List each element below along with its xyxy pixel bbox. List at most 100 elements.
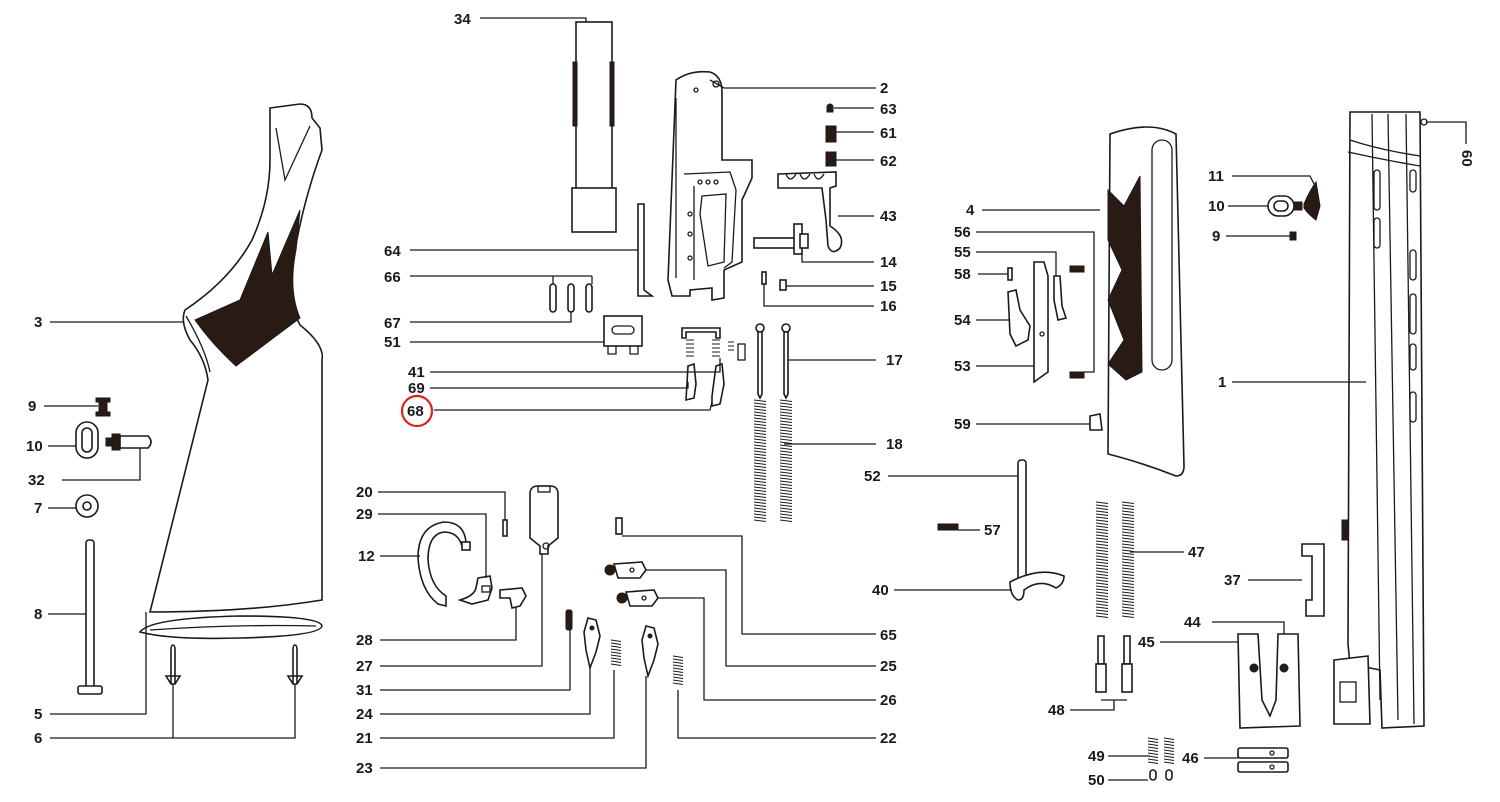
part-screw-63: [826, 103, 834, 113]
label-67: 67: [384, 315, 401, 332]
leader-lines: [44, 17, 1467, 781]
highlight-circle: [400, 394, 434, 428]
part-pin-61: [825, 125, 837, 143]
label-66: 66: [384, 269, 401, 286]
label-14: 14: [880, 254, 897, 271]
label-63: 63: [880, 101, 897, 118]
part-forend: [1107, 126, 1185, 477]
part-springs-47: [1095, 501, 1135, 619]
label-6: 6: [34, 730, 42, 747]
label-47: 47: [1188, 544, 1205, 561]
label-32: 32: [28, 472, 45, 489]
label-3: 3: [34, 314, 42, 331]
label-20: 20: [356, 484, 373, 501]
part-buttplate-screws: [164, 644, 304, 685]
part-screw-left: [95, 397, 111, 417]
label-9-left: 9: [28, 398, 36, 415]
label-12: 12: [358, 548, 375, 565]
part-stock-bolt: [77, 539, 103, 695]
part-springs-21-22: [610, 639, 684, 686]
label-60: 60: [1458, 150, 1475, 167]
part-receiver: [667, 70, 753, 301]
part-pins-50: [1149, 769, 1173, 781]
part-plungers-48: [1095, 635, 1133, 693]
part-buttstock: [148, 103, 324, 613]
label-23: 23: [356, 760, 373, 777]
part-buffer-tube: [571, 21, 617, 233]
label-68: 68: [407, 403, 424, 420]
part-pin-16: [761, 271, 767, 285]
label-18: 18: [886, 436, 903, 453]
part-rib-37: [1301, 543, 1325, 617]
label-55: 55: [954, 244, 971, 261]
part-sling-swivel-left: [75, 421, 99, 459]
label-57: 57: [984, 522, 1001, 539]
part-safety-plate: [529, 485, 559, 555]
part-sear-28: [499, 587, 527, 609]
part-lever-52: [1009, 459, 1065, 601]
part-sear-24: [583, 617, 601, 671]
label-2: 2: [880, 80, 888, 97]
part-swivel-stud: [105, 433, 152, 451]
label-48: 48: [1048, 702, 1065, 719]
label-17: 17: [886, 352, 903, 369]
part-pin-62: [825, 151, 837, 167]
part-forend-iron: [1007, 261, 1085, 384]
part-hammer-26: [616, 589, 659, 607]
part-pin-20: [502, 519, 508, 537]
label-8: 8: [34, 606, 42, 623]
label-16: 16: [880, 298, 897, 315]
part-barrels: [1333, 111, 1428, 729]
label-15: 15: [880, 278, 897, 295]
part-extractor: [1237, 633, 1301, 729]
label-56: 56: [954, 224, 971, 241]
label-50: 50: [1088, 772, 1105, 789]
label-10-right: 10: [1208, 198, 1225, 215]
label-34: 34: [454, 11, 471, 28]
part-washer: [75, 494, 99, 518]
part-pin-15: [779, 279, 787, 291]
part-springs-49: [1147, 737, 1175, 765]
part-firing-pins: [755, 323, 791, 400]
part-swivel-right: [1267, 180, 1321, 241]
part-buttplate: [138, 615, 323, 640]
label-26: 26: [880, 692, 897, 709]
label-11: 11: [1208, 168, 1224, 185]
label-1: 1: [1218, 374, 1226, 391]
part-pin-65: [615, 517, 623, 535]
label-31: 31: [356, 682, 373, 699]
label-49: 49: [1088, 748, 1105, 765]
label-9-right: 9: [1212, 228, 1220, 245]
label-44: 44: [1184, 614, 1201, 631]
part-pin-31: [565, 609, 573, 631]
part-hammer-assembly: [681, 327, 746, 408]
label-65: 65: [880, 627, 897, 644]
label-59: 59: [954, 416, 971, 433]
label-52: 52: [864, 468, 881, 485]
label-46: 46: [1182, 750, 1199, 767]
part-bolt-handle: [753, 223, 809, 255]
label-29: 29: [356, 506, 373, 523]
part-springs-18: [753, 399, 793, 523]
label-7: 7: [34, 500, 42, 517]
label-24: 24: [356, 706, 373, 723]
part-trigger-guard: [417, 521, 471, 608]
label-43: 43: [880, 208, 897, 225]
part-trigger: [457, 575, 493, 605]
part-block-51: [603, 315, 643, 355]
part-guide-rod: [637, 203, 655, 297]
part-pins-66-67: [549, 283, 593, 313]
label-45: 45: [1138, 634, 1155, 651]
label-4: 4: [966, 202, 975, 219]
part-labels: 1 2 3 4 5 6 7 8 9 9 10 10 11 12 14 15 16…: [26, 11, 1475, 789]
label-41: 41: [408, 364, 425, 381]
part-latch-59: [1089, 413, 1103, 431]
label-62: 62: [880, 153, 897, 170]
part-sear-23: [641, 625, 659, 679]
label-27: 27: [356, 658, 373, 675]
label-61: 61: [880, 125, 897, 142]
part-bolt-carrier: [777, 171, 843, 253]
part-ejectors-46: [1237, 747, 1289, 773]
label-64: 64: [384, 243, 401, 260]
